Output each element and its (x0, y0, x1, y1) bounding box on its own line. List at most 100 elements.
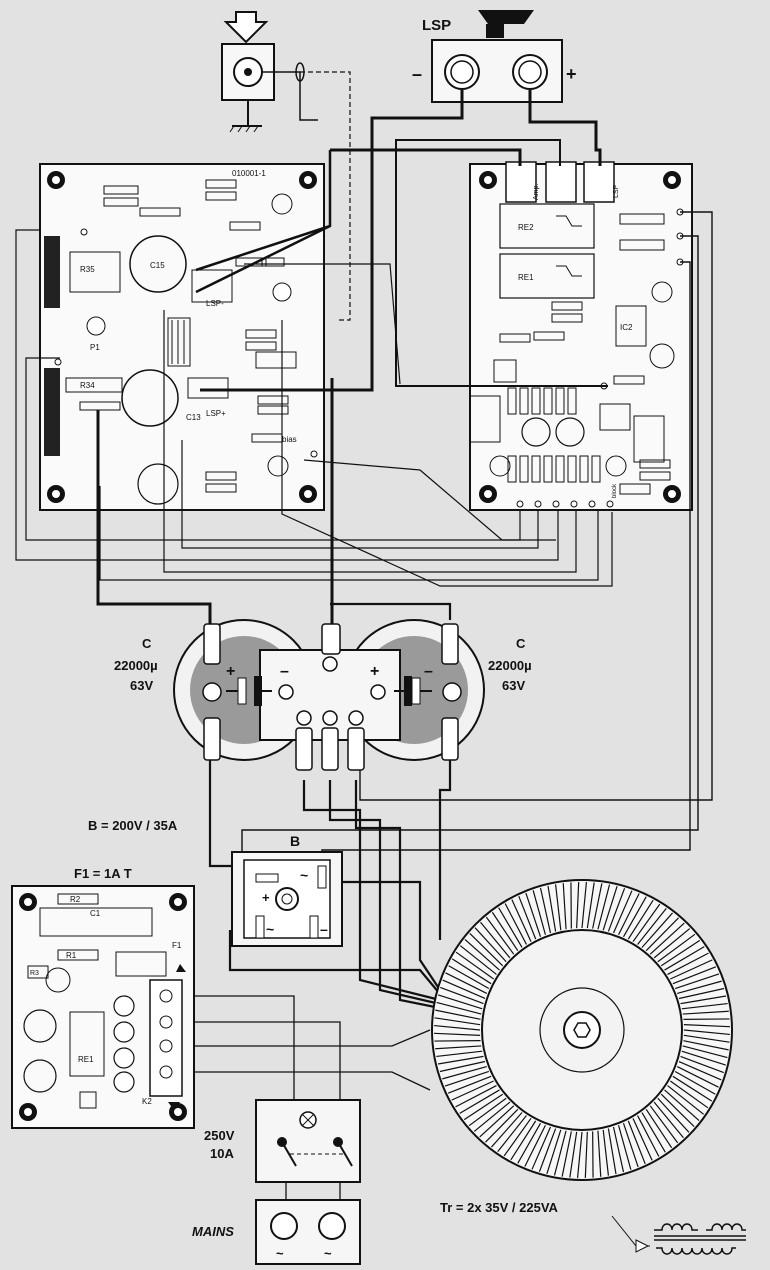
winding-line (627, 899, 654, 940)
winding-line (672, 966, 717, 985)
winding-line (569, 1131, 578, 1178)
winding-line (435, 1045, 482, 1050)
cap-right-polarity-icon (394, 676, 432, 706)
winding-line (437, 1055, 484, 1065)
winding-line (440, 986, 484, 1005)
cap-right-letter: C (516, 636, 526, 651)
winding-line (504, 903, 527, 945)
winding-line (683, 1034, 730, 1043)
winding-line (683, 1040, 729, 1051)
winding-line (485, 916, 515, 955)
winding-line (455, 951, 495, 980)
winding-line (660, 1093, 695, 1127)
winding-line (553, 1130, 567, 1176)
winding-line (627, 1120, 646, 1165)
lsp-minus-label: – (412, 64, 422, 84)
winding-line (463, 1093, 504, 1121)
amp-r34: R34 (80, 381, 95, 390)
winding-line (667, 952, 709, 975)
winding-line (637, 907, 667, 945)
winding-line (622, 1122, 639, 1168)
amp-c15: C15 (150, 261, 165, 270)
winding-line (584, 1131, 588, 1178)
winding-line (469, 933, 504, 967)
winding-line (498, 907, 523, 948)
prot-re2: RE2 (518, 223, 534, 232)
winding-line (653, 928, 691, 959)
winding-line (678, 987, 725, 1000)
winding-line (538, 1128, 557, 1172)
winding-line (442, 979, 486, 1000)
winding-line (439, 1060, 486, 1073)
winding-line (682, 1045, 728, 1059)
winding-line (448, 965, 490, 990)
winding-line (607, 1128, 617, 1175)
winding-line (468, 1097, 507, 1127)
speaker-icon (478, 10, 534, 24)
fuse-f1: F1 (172, 941, 182, 950)
winding-line (657, 1097, 690, 1133)
winding-line (445, 972, 488, 994)
mains-label: MAINS (192, 1224, 234, 1239)
cap-right-minus: – (424, 663, 433, 680)
winding-line (657, 933, 696, 963)
winding-line (485, 1108, 519, 1143)
winding-line (676, 1066, 719, 1088)
winding-line (581, 882, 588, 929)
winding-line (511, 899, 532, 942)
winding-line (459, 1089, 500, 1114)
winding-line (667, 1085, 705, 1115)
winding-line (434, 1024, 481, 1031)
amp-lsp-minus: LSP- (206, 299, 224, 308)
bridge-letter: B (290, 833, 300, 849)
winding-line (681, 1050, 726, 1066)
winding-line (680, 995, 727, 1005)
winding-line (664, 946, 705, 971)
toroidal-transformer: Tr = 2x 35V / 225VA (431, 879, 746, 1255)
winding-line (547, 885, 557, 932)
winding-line (669, 1080, 709, 1109)
winding-line (438, 994, 483, 1010)
cap-left-value: 22000µ (114, 658, 158, 673)
mains-ac-right: ~ (324, 1246, 332, 1261)
winding-line (436, 1050, 483, 1058)
bridge-plus: + (262, 890, 270, 905)
winding-line (561, 1131, 572, 1177)
winding-line (592, 883, 603, 929)
winding-line (480, 921, 511, 959)
winding-line (674, 1070, 716, 1095)
winding-line (451, 1080, 494, 1101)
prot-re1: RE1 (518, 273, 534, 282)
fuse-spec: F1 = 1A T (74, 866, 132, 881)
winding-line (617, 1125, 632, 1170)
mains-inlet: MAINS ~ ~ (192, 1199, 361, 1265)
winding-line (674, 973, 720, 990)
winding-line (680, 1055, 724, 1074)
winding-line (491, 1112, 523, 1148)
winding-line (554, 884, 562, 931)
winding-line (442, 1065, 487, 1080)
bridge-rectifier: B = 200V / 35A B + – ~ ~ (88, 818, 343, 947)
winding-line (632, 1118, 653, 1161)
winding-line (586, 882, 595, 929)
winding-line (474, 927, 507, 963)
switch-voltage: 250V (204, 1128, 235, 1143)
winding-line (447, 1075, 492, 1094)
transformer-symbol-icon (654, 1223, 746, 1255)
winding-line (637, 1115, 660, 1157)
fuse-c1: C1 (90, 909, 101, 918)
winding-line (677, 980, 722, 995)
cap-sign-labels: + – + – (226, 663, 433, 680)
winding-line (464, 939, 500, 971)
winding-line (531, 1126, 552, 1170)
winding-line (618, 893, 640, 936)
amp-board-id: 010001-1 (232, 169, 266, 178)
amp-lsp-plus: LSP+ (206, 409, 226, 418)
winding-line (434, 1017, 481, 1026)
fuse-r1: R1 (66, 951, 77, 960)
winding-line (683, 1024, 730, 1028)
winding-line (645, 917, 679, 952)
winding-line (681, 1002, 728, 1010)
